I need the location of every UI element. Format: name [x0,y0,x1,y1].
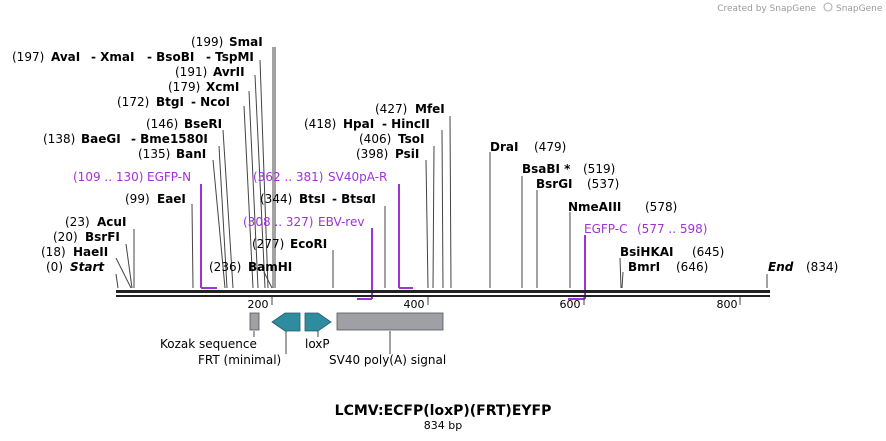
frt-feature[interactable] [271,312,301,332]
site-name[interactable]: HpaI [343,117,374,131]
site-position: (172) [117,95,149,109]
site-name[interactable]: BsaBI * [522,162,571,176]
primer-range: (577 .. 598) [637,222,707,236]
primer-range: (109 .. 130) [73,170,143,184]
primer-name[interactable]: EGFP-C [584,222,627,236]
site-position: (179) [168,80,200,94]
site-name[interactable]: BsiHKAI [620,245,674,259]
site-name[interactable]: AcuI [97,215,126,229]
tick-label: 400 [404,298,425,311]
site-name[interactable]: - BtsαI [332,192,376,206]
kozak-feature[interactable] [249,312,260,331]
site-position: (479) [534,140,566,154]
site-name[interactable]: MfeI [415,102,445,116]
site-name[interactable]: AvaI [51,50,80,64]
site-leader-lines [115,47,768,289]
frt-label: FRT (minimal) [198,353,281,367]
site-position: (578) [645,200,677,214]
site-name[interactable]: - Bme1580I [131,132,208,146]
primer-markers [200,184,586,300]
site-name[interactable]: DraI [490,140,518,154]
site-labels: (199) SmaI (197) AvaI - XmaI - BsoBI - T… [12,35,838,274]
site-name[interactable]: NmeAIII [568,200,621,214]
loxp-feature[interactable] [304,312,332,332]
site-name[interactable]: BsrGI [536,177,573,191]
ruler: 200 400 600 800 [248,297,741,311]
feature-track: Kozak sequence FRT (minimal) loxP SV40 p… [160,312,446,367]
site-name[interactable]: XcmI [206,80,239,94]
site-position: (146) [146,117,178,131]
site-name[interactable]: BseRI [184,117,222,131]
site-name[interactable]: BaeGI [81,132,121,146]
site-name[interactable]: AvrII [213,65,245,79]
end-position: (834) [806,260,838,274]
primer-labels: (109 .. 130) EGFP-N (362 .. 381) SV40pA-… [73,170,707,236]
site-name[interactable]: BtsI [299,192,326,206]
site-name[interactable]: PsiI [395,147,419,161]
credit-text: Created by SnapGene [717,4,816,14]
site-name[interactable]: EaeI [157,192,186,206]
primer-range: (308 .. 327) [243,215,313,229]
site-name[interactable]: SmaI [229,35,263,49]
site-name[interactable]: BsrFI [85,230,120,244]
sv40-polya-feature[interactable] [336,312,444,331]
site-position: (199) [191,35,223,49]
site-position: (135) [138,147,170,161]
site-name[interactable]: BmrI [628,260,660,274]
primer-name[interactable]: EBV-rev [318,215,364,229]
site-position: (197) [12,50,44,64]
site-name[interactable]: - TspMI [206,50,254,64]
tick-label: 200 [248,298,269,311]
svg-text:SnapGene: SnapGene [836,4,883,14]
sequence-backbone [116,290,770,297]
site-position: (23) [65,215,90,229]
site-position: (427) [375,102,407,116]
sv40-label: SV40 poly(A) signal [329,353,446,367]
site-position: (519) [583,162,615,176]
start-label: Start [70,260,105,274]
site-name[interactable]: - XmaI [91,50,134,64]
site-position: (344) [260,192,292,206]
loxp-label: loxP [305,337,330,351]
site-name[interactable]: - HincII [382,117,430,131]
site-position: (398) [356,147,388,161]
tick-label: 800 [717,298,738,311]
site-position: (645) [692,245,724,259]
site-position: (191) [175,65,207,79]
sequence-length: 834 bp [424,419,462,432]
map-title: LCMV:ECFP(loxP)(FRT)EYFP [335,403,552,419]
site-name[interactable]: EcoRI [290,237,327,251]
site-position: (406) [359,132,391,146]
site-position: (236) [209,260,241,274]
site-name[interactable]: TsoI [398,132,424,146]
primer-range: (362 .. 381) [253,170,323,184]
site-name[interactable]: - BsoBI [147,50,194,64]
site-position: (277) [252,237,284,251]
primer-name[interactable]: SV40pA-R [328,170,387,184]
site-position: (99) [125,192,150,206]
snapgene-logo-icon [823,2,833,12]
site-name[interactable]: - NcoI [191,95,230,109]
site-name[interactable]: BamHI [248,260,292,274]
site-position: (138) [43,132,75,146]
end-label: End [768,260,794,274]
tick-label: 600 [560,298,581,311]
site-position: (537) [587,177,619,191]
primer-name[interactable]: EGFP-N [147,170,191,184]
site-position: (18) [41,245,66,259]
site-name[interactable]: BanI [176,147,206,161]
site-position: (20) [53,230,78,244]
site-position: (418) [304,117,336,131]
site-position: (646) [676,260,708,274]
start-position: (0) [46,260,63,274]
kozak-label: Kozak sequence [160,337,257,351]
site-name[interactable]: HaeII [73,245,108,259]
site-name[interactable]: BtgI [156,95,184,109]
